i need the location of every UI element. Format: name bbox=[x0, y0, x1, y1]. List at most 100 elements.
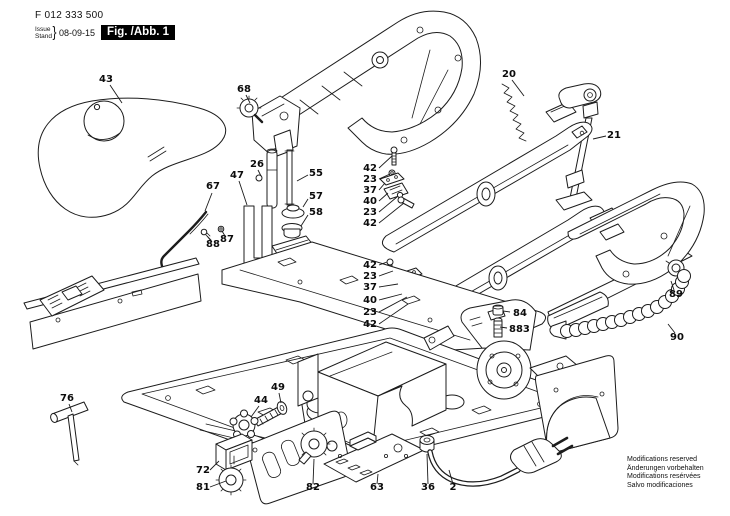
leader-line-37 bbox=[378, 283, 399, 288]
leader-line-23 bbox=[378, 173, 391, 180]
part-number-2: 2 bbox=[450, 482, 457, 493]
part-saw-blade-55 bbox=[284, 149, 295, 206]
leader-line-76 bbox=[68, 403, 73, 413]
part-number-58: 58 bbox=[309, 207, 323, 218]
notice-line-en: Modifications reserved bbox=[627, 456, 698, 463]
part-ring-58 bbox=[281, 223, 303, 239]
modifications-notice: Modifications reserved Änderungen vorbeh… bbox=[627, 456, 704, 490]
part-number-55: 55 bbox=[309, 168, 323, 179]
part-number-49: 49 bbox=[271, 382, 285, 393]
part-tension-lever-21 bbox=[545, 83, 602, 211]
leader-line-72 bbox=[209, 460, 220, 471]
leader-line-67 bbox=[204, 192, 213, 212]
part-number-42: 42 bbox=[363, 319, 377, 330]
part-number-42: 42 bbox=[363, 218, 377, 229]
leader-line-42 bbox=[378, 155, 393, 169]
leader-line-42 bbox=[378, 261, 388, 266]
part-lower-arm bbox=[547, 181, 705, 331]
part-number-37: 37 bbox=[363, 282, 377, 293]
part-grommet-36 bbox=[419, 435, 435, 453]
part-number-36: 36 bbox=[421, 482, 435, 493]
part-number-67: 67 bbox=[206, 181, 220, 192]
part-number-72: 72 bbox=[196, 465, 210, 476]
part-washer-49 bbox=[276, 401, 288, 415]
part-number-76: 76 bbox=[60, 393, 74, 404]
part-number-20: 20 bbox=[502, 69, 516, 80]
part-number-81: 81 bbox=[196, 482, 210, 493]
document-number: F 012 333 500 bbox=[35, 10, 104, 21]
leader-line-23 bbox=[378, 296, 408, 313]
part-number-883: 883 bbox=[509, 324, 530, 335]
issue-date: 08-09-15 bbox=[59, 27, 96, 38]
notice-line-de: Änderungen vorbehalten bbox=[627, 464, 704, 472]
leader-line-47 bbox=[238, 180, 248, 206]
part-speed-knob-81 bbox=[215, 464, 247, 496]
part-side-rail bbox=[23, 257, 202, 350]
part-clamp-knob-68 bbox=[236, 95, 264, 124]
leader-line-49 bbox=[278, 392, 282, 404]
leader-line-89 bbox=[670, 280, 675, 291]
part-number-23: 23 bbox=[363, 174, 377, 185]
part-rod-67 bbox=[160, 210, 209, 268]
figure-badge: Fig. /Abb. 1 bbox=[101, 25, 176, 40]
leader-line-81 bbox=[209, 480, 227, 488]
part-flex-hose-90 bbox=[549, 269, 691, 340]
part-number-44: 44 bbox=[254, 395, 268, 406]
part-number-47: 47 bbox=[230, 170, 244, 181]
leader-line-44 bbox=[250, 405, 260, 418]
part-rocker-arm-upper bbox=[381, 121, 593, 253]
leader-line-84 bbox=[502, 310, 511, 313]
part-hex-key-76 bbox=[50, 401, 89, 466]
notice-line-fr: Modifications resérvées bbox=[627, 473, 701, 481]
part-number-90: 90 bbox=[670, 332, 684, 343]
leader-line-23 bbox=[378, 270, 394, 277]
part-number-23: 23 bbox=[363, 271, 377, 282]
part-number-43: 43 bbox=[99, 74, 113, 85]
leader-line-36 bbox=[426, 453, 429, 485]
part-clamp-hardware-upper bbox=[379, 146, 415, 209]
part-bolt-883 bbox=[493, 317, 503, 338]
part-blade-head bbox=[251, 95, 301, 157]
part-number-23: 23 bbox=[363, 307, 377, 318]
part-number-26: 26 bbox=[250, 159, 264, 170]
part-number-63: 63 bbox=[370, 482, 384, 493]
part-number-88: 88 bbox=[206, 239, 220, 250]
part-number-40: 40 bbox=[363, 196, 377, 207]
part-knob-82 bbox=[298, 427, 331, 465]
leader-line-883 bbox=[499, 326, 508, 329]
leader-line-88 bbox=[206, 235, 212, 242]
part-number-37: 37 bbox=[363, 185, 377, 196]
leader-line-43 bbox=[109, 84, 123, 104]
leader-line-26 bbox=[257, 169, 262, 177]
part-number-57: 57 bbox=[309, 191, 323, 202]
leader-line-63 bbox=[376, 473, 379, 485]
part-nut-87 bbox=[217, 225, 225, 233]
part-number-87: 87 bbox=[220, 234, 234, 245]
leader-line-42 bbox=[378, 303, 409, 325]
part-number-40: 40 bbox=[363, 295, 377, 306]
leader-line-68 bbox=[245, 94, 251, 104]
part-number-82: 82 bbox=[306, 482, 320, 493]
title-block: F 012 333 500 Issue Stand } 08-09-15 Fig… bbox=[35, 10, 176, 41]
part-guide-post bbox=[255, 148, 278, 209]
part-number-42: 42 bbox=[363, 260, 377, 271]
leader-line-20 bbox=[511, 79, 525, 97]
leader-line-90 bbox=[667, 323, 676, 334]
part-number-23: 23 bbox=[363, 207, 377, 218]
leader-line-58 bbox=[300, 214, 309, 227]
part-table-insert-57 bbox=[281, 204, 305, 219]
issue-label: Issue Stand bbox=[35, 25, 52, 40]
leader-line-2 bbox=[448, 469, 454, 485]
part-number-42: 42 bbox=[363, 163, 377, 174]
part-cap-nut-84 bbox=[492, 304, 504, 316]
part-lever-flag bbox=[423, 325, 455, 351]
part-upper-arm bbox=[255, 10, 481, 155]
leader-line-57 bbox=[302, 198, 309, 208]
part-table-plate bbox=[37, 97, 226, 218]
leader-line-40 bbox=[378, 293, 403, 301]
leader-line-55 bbox=[296, 174, 309, 182]
part-star-knob-44 bbox=[229, 404, 287, 439]
